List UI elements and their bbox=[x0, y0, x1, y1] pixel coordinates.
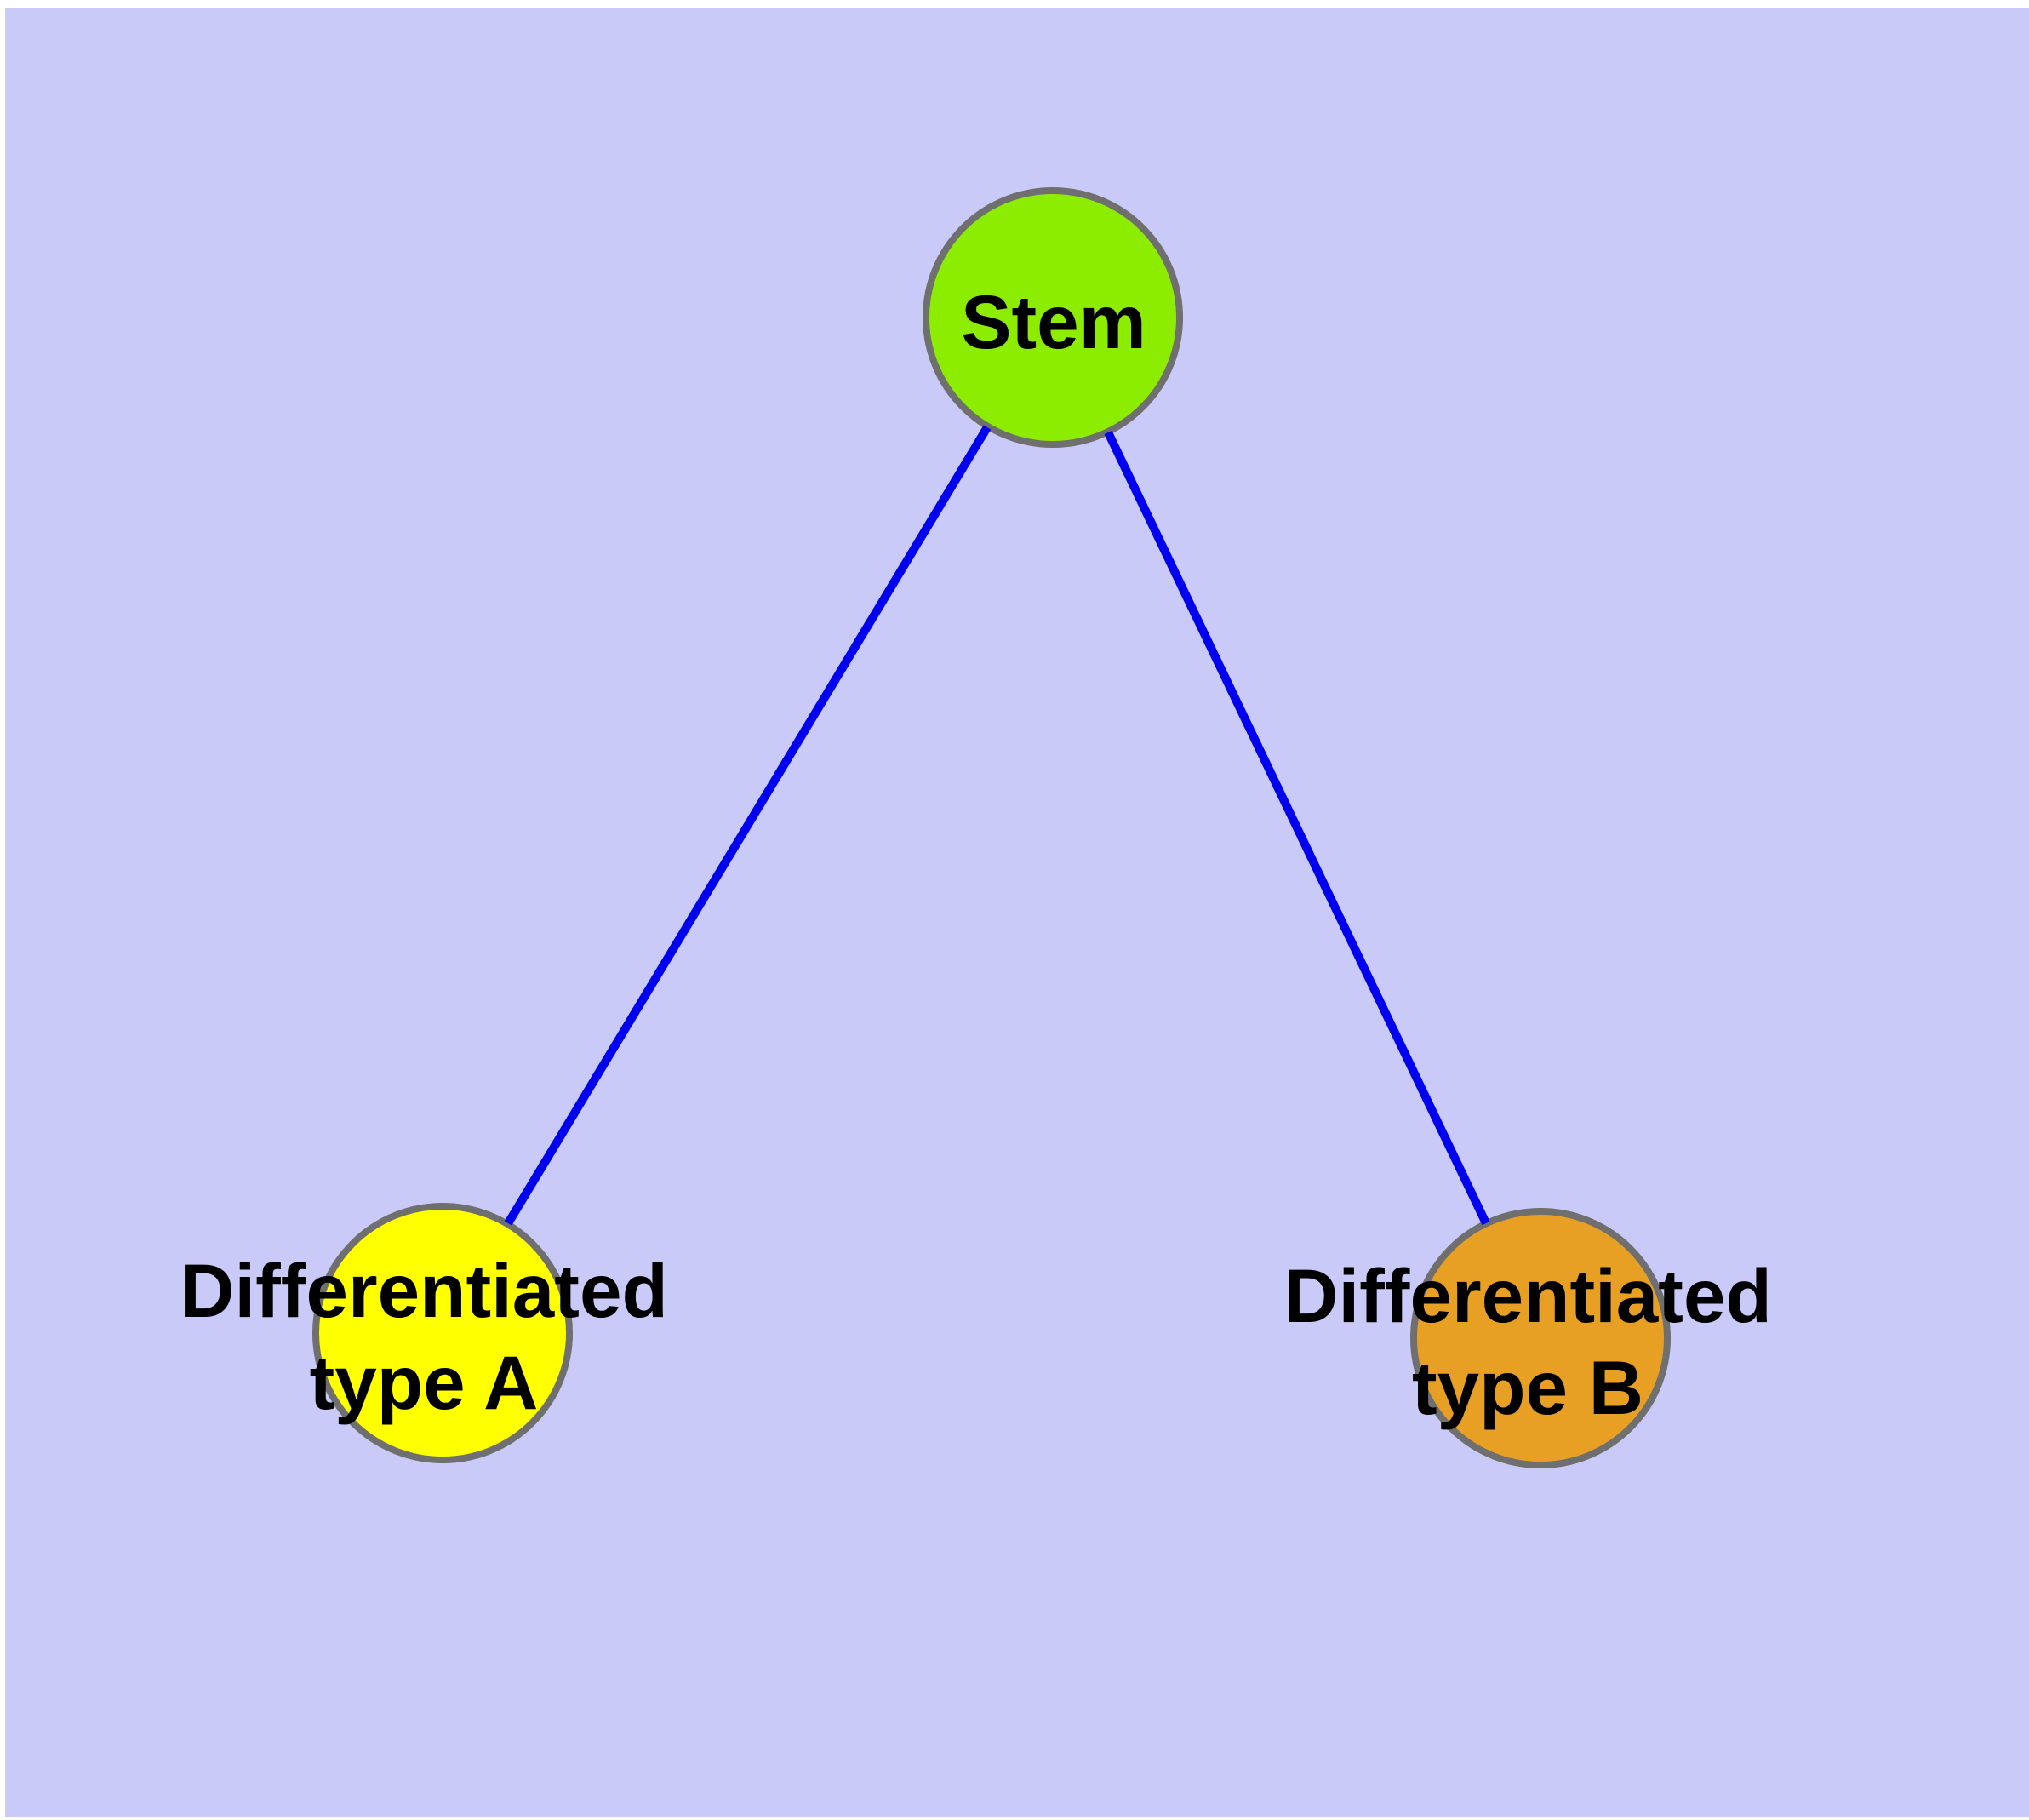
edge-stem-to-type-b bbox=[1104, 430, 1490, 1226]
type-b-node-label-line1: Differentiated bbox=[1283, 1253, 1772, 1338]
edge-stem-to-type-a bbox=[504, 425, 992, 1226]
differentiated-type-b-node bbox=[1410, 1208, 1671, 1468]
stem-node bbox=[923, 187, 1183, 448]
type-a-node-label-line1: Differentiated bbox=[180, 1248, 668, 1333]
stem-node-label: Stem bbox=[961, 279, 1146, 364]
differentiated-type-a-node bbox=[312, 1203, 573, 1463]
type-a-node-label-line2: type A bbox=[310, 1340, 539, 1425]
type-b-node-label-line2: type B bbox=[1412, 1345, 1643, 1430]
